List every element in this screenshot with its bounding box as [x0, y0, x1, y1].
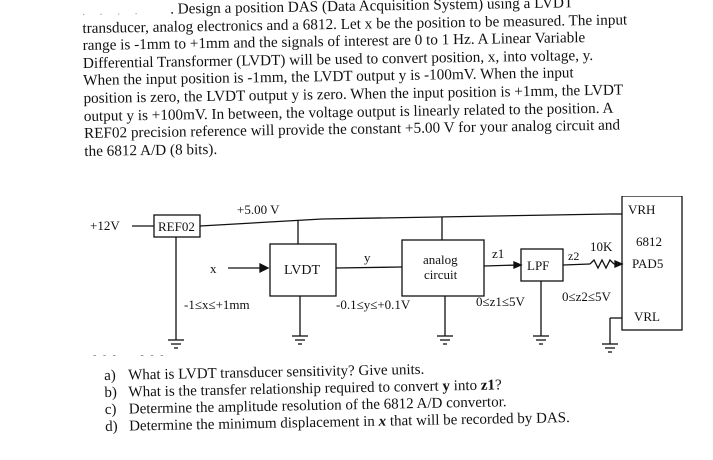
scan-artifact-dashes: - - - - - -	[93, 350, 166, 361]
lpf-label: LPF	[527, 258, 549, 273]
block-diagram: +12V REF02 +5.00 V x -1≤x≤+1mm LVDT y -0…	[90, 196, 683, 353]
resistor-zigzag	[589, 258, 615, 270]
analog-label-1: analog	[423, 252, 458, 267]
question-label: d)	[104, 418, 118, 435]
lvdt-label: LVDT	[284, 263, 320, 278]
analog-circuit-box	[401, 239, 485, 297]
x-range-label: -1≤x≤+1mm	[184, 297, 250, 312]
y-wire	[335, 266, 403, 269]
mcu-6812-box	[621, 196, 683, 331]
vrh-label: VRH	[628, 202, 655, 217]
resistor-label: 10K	[590, 239, 613, 254]
x-arrowhead	[259, 262, 270, 274]
lvdt-box	[269, 243, 337, 297]
z1-wire	[483, 264, 519, 267]
question-label: b)	[104, 384, 118, 401]
z2-range-label: 0≤z2≤5V	[562, 289, 612, 304]
vrl-label: VRL	[634, 309, 660, 324]
questions-list: a) What is LVDT transducer sensitivity? …	[104, 356, 705, 436]
z2-wire	[562, 263, 591, 266]
scan-artifact: . . . .	[82, 5, 144, 18]
problem-statement: . . . . . Design a position DAS (Data Ac…	[82, 0, 700, 160]
question-label: a)	[104, 367, 116, 384]
z1-arrowhead	[513, 261, 523, 269]
supply-label: +12V	[90, 218, 120, 233]
z1-label: z1	[492, 246, 504, 261]
analog-label-2: circuit	[424, 267, 458, 282]
x-input-label: x	[210, 261, 217, 276]
y-range-label: -0.1≤y≤+0.1V	[336, 297, 411, 312]
mcu-name-label: 6812	[636, 234, 662, 249]
vrh-rail-wire	[321, 213, 611, 220]
pad5-label: PAD5	[632, 256, 663, 271]
pad5-arrowhead	[614, 260, 624, 268]
problem-number: .	[169, 0, 175, 18]
z1-range-label: 0≤z1≤5V	[476, 294, 526, 309]
ref-voltage-label: +5.00 V	[237, 202, 280, 217]
z2-label: z2	[568, 249, 579, 263]
ref-rail-wire	[199, 218, 323, 227]
y-label: y	[364, 250, 371, 265]
ref02-label: REF02	[158, 219, 195, 234]
question-label: c)	[104, 401, 117, 418]
